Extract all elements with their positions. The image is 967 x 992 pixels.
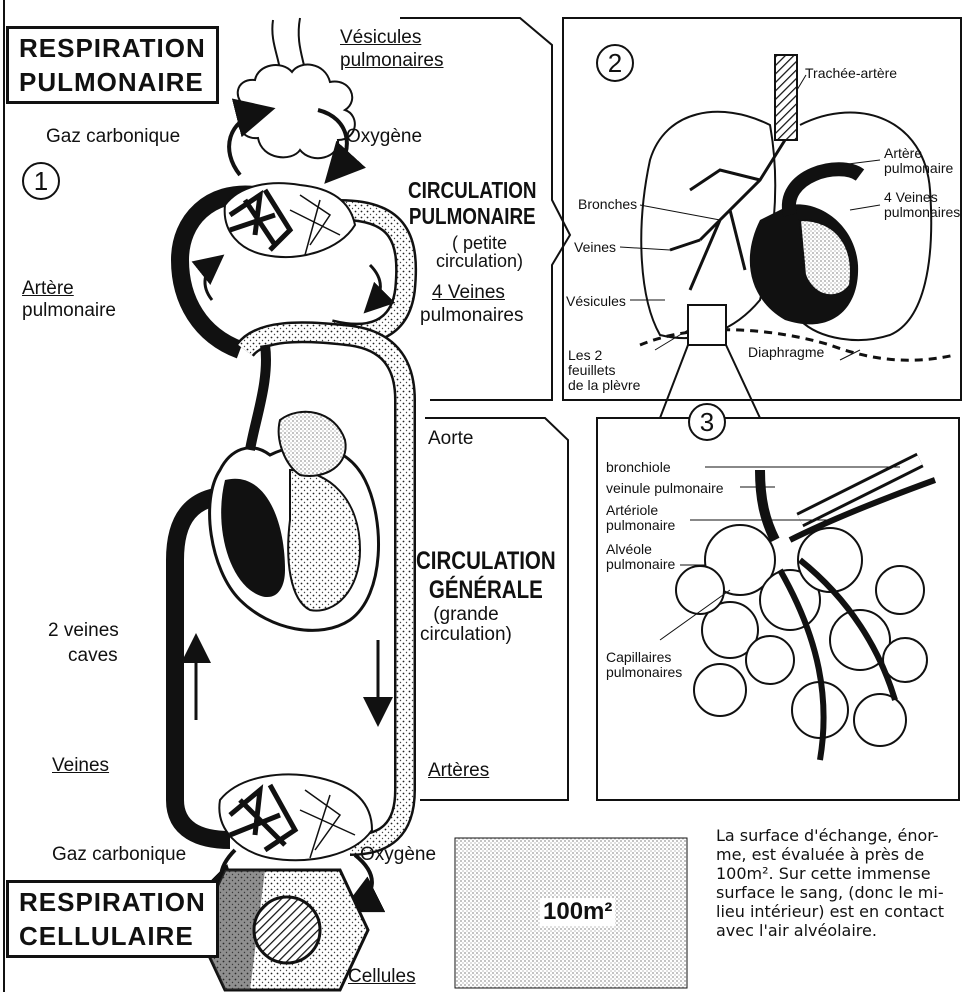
label-gaz-carbonique-bottom: Gaz carbonique	[52, 844, 186, 866]
note-line: me, est évaluée à près de	[716, 845, 964, 864]
label-100m2: 100m²	[540, 898, 615, 926]
title-line: RESPIRATION	[19, 31, 206, 65]
label-arteriole: Artériole pulmonaire	[606, 503, 675, 533]
small-line: pulmonaires	[606, 665, 682, 680]
title-respiration-pulmonaire: RESPIRATION PULMONAIRE	[6, 26, 219, 104]
label-vesicules: Vésicules	[340, 27, 421, 49]
label-trachee-artere: Trachée-artère	[805, 66, 897, 81]
small-line: pulmonaire	[606, 557, 675, 572]
label-4-veines-pulmonaires-2: 4 Veines pulmonaires	[884, 190, 960, 220]
small-line: pulmonaire	[884, 161, 953, 176]
label-capillaires: Capillaires pulmonaires	[606, 650, 682, 680]
label-oxygene-bottom: Oxygène	[360, 844, 436, 866]
heading-line: GÉNÉRALE	[416, 576, 556, 605]
title-line: RESPIRATION	[19, 885, 206, 919]
sub-line: circulation)	[436, 252, 523, 270]
small-line: Capillaires	[606, 650, 682, 665]
title-line: CELLULAIRE	[19, 919, 206, 953]
small-line: Artériole	[606, 503, 675, 518]
small-line: Artère	[884, 146, 953, 161]
small-line: Alvéole	[606, 542, 675, 557]
label-alveole: Alvéole pulmonaire	[606, 542, 675, 572]
label-oxygene-top: Oxygène	[346, 126, 422, 148]
label-veines: Veines	[52, 755, 109, 777]
label-bronches: Bronches	[578, 197, 637, 212]
label-veinule: veinule pulmonaire	[606, 481, 724, 496]
label-vesicules-2: Vésicules	[566, 294, 626, 309]
label-petite-circulation: ( petite circulation)	[436, 234, 523, 270]
small-line: pulmonaires	[884, 205, 960, 220]
heading-circulation-pulmonaire: CIRCULATION PULMONAIRE	[408, 177, 537, 229]
small-line: feuillets	[568, 363, 640, 378]
sub-line: ( petite	[436, 234, 523, 252]
note-line: avec l'air alvéolaire.	[716, 921, 964, 940]
note-surface-echange: La surface d'échange, énor- me, est éval…	[716, 826, 964, 940]
label-cellules: Cellules	[348, 966, 416, 988]
label-vesicules-pulmonaires: pulmonaires	[340, 50, 444, 72]
label-pulmonaire: pulmonaire	[22, 300, 116, 322]
section-number-1: 1	[22, 162, 60, 200]
small-line: pulmonaire	[606, 518, 675, 533]
label-aorte: Aorte	[428, 428, 473, 450]
label-bronchiole: bronchiole	[606, 460, 671, 475]
heading-line: CIRCULATION	[408, 177, 537, 203]
note-line: lieu intérieur) est en contact	[716, 902, 964, 921]
small-line: Les 2	[568, 348, 640, 363]
note-line: surface le sang, (donc le mi-	[716, 883, 964, 902]
title-respiration-cellulaire: RESPIRATION CELLULAIRE	[6, 880, 219, 958]
label-4-veines-pulmonaires: pulmonaires	[420, 305, 524, 327]
sub-line: (grande	[420, 605, 512, 625]
sub-line: circulation)	[420, 625, 512, 645]
heading-line: PULMONAIRE	[408, 203, 537, 229]
note-line: 100m². Sur cette immense	[716, 864, 964, 883]
label-artere-pulmonaire-2: Artère pulmonaire	[884, 146, 953, 176]
label-plevre: Les 2 feuillets de la plèvre	[568, 348, 640, 393]
label-4-veines: 4 Veines	[432, 282, 505, 304]
label-artere: Artère	[22, 278, 74, 300]
section-number-3: 3	[688, 403, 726, 441]
small-line: de la plèvre	[568, 378, 640, 393]
small-line: 4 Veines	[884, 190, 960, 205]
section-number-2: 2	[596, 44, 634, 82]
label-2-veines: 2 veines	[48, 620, 119, 642]
label-diaphragme: Diaphragme	[748, 345, 824, 360]
note-line: La surface d'échange, énor-	[716, 826, 964, 845]
label-arteres: Artères	[428, 760, 489, 782]
heading-line: CIRCULATION	[416, 547, 556, 576]
heading-circulation-generale: CIRCULATION GÉNÉRALE	[416, 547, 556, 605]
title-line: PULMONAIRE	[19, 65, 206, 99]
label-caves: caves	[68, 645, 118, 667]
label-gaz-carbonique-top: Gaz carbonique	[46, 126, 180, 148]
label-grande-circulation: (grande circulation)	[420, 605, 512, 645]
label-veines-2: Veines	[574, 240, 616, 255]
